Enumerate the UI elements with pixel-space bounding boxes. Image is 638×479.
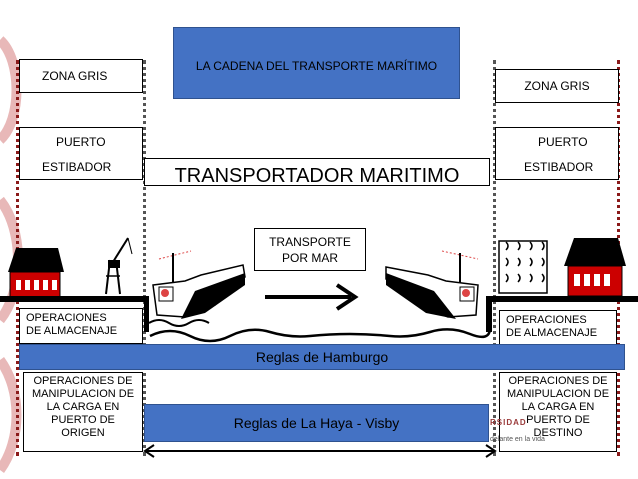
transportador-maritimo-box: TRANSPORTADOR MARITIMO [144, 158, 490, 187]
left-warehouse-icon [8, 248, 64, 301]
right-divider-line [493, 60, 496, 456]
right-manipulacion-box: OPERACIONES DE MANIPULACION DE LA CARGA … [499, 372, 617, 452]
right-puerto-estibador: PUERTO ESTIBADOR [495, 127, 619, 180]
sea-wave [149, 327, 492, 343]
span-double-arrow [143, 444, 497, 458]
left-puerto-estibador: PUERTO ESTIBADOR [19, 127, 143, 180]
right-ship-icon [385, 250, 479, 319]
container-stack-icon [498, 240, 548, 294]
right-quay [486, 296, 638, 332]
left-manipulacion-box: OPERACIONES DE MANIPULACION DE LA CARGA … [23, 372, 143, 452]
reglas-haya-visby-bar: Reglas de La Haya - Visby [144, 404, 489, 442]
sea-arrow-icon [265, 283, 359, 311]
title-box: LA CADENA DEL TRANSPORTE MARÍTIMO [173, 27, 460, 99]
watermark-subtext: delante en la vida [490, 436, 545, 443]
transporte-por-mar-box: TRANSPORTE POR MAR [254, 228, 366, 271]
left-zona-gris: ZONA GRIS [19, 59, 143, 93]
page-title: LA CADENA DEL TRANSPORTE MARÍTIMO [195, 59, 438, 73]
reglas-hamburgo-bar: Reglas de Hamburgo [19, 344, 625, 370]
left-divider-line [143, 60, 146, 456]
crane-icon [105, 237, 133, 295]
right-almacenaje-box: OPERACIONES DE ALMACENAJE [499, 310, 617, 346]
right-warehouse-icon [564, 238, 626, 297]
left-ship-icon [148, 250, 246, 327]
right-zona-gris: ZONA GRIS [495, 69, 619, 103]
left-almacenaje-box: OPERACIONES DE ALMACENAJE [19, 308, 143, 344]
left-quay [0, 296, 149, 332]
watermark-text: RSIDAD [490, 418, 527, 427]
